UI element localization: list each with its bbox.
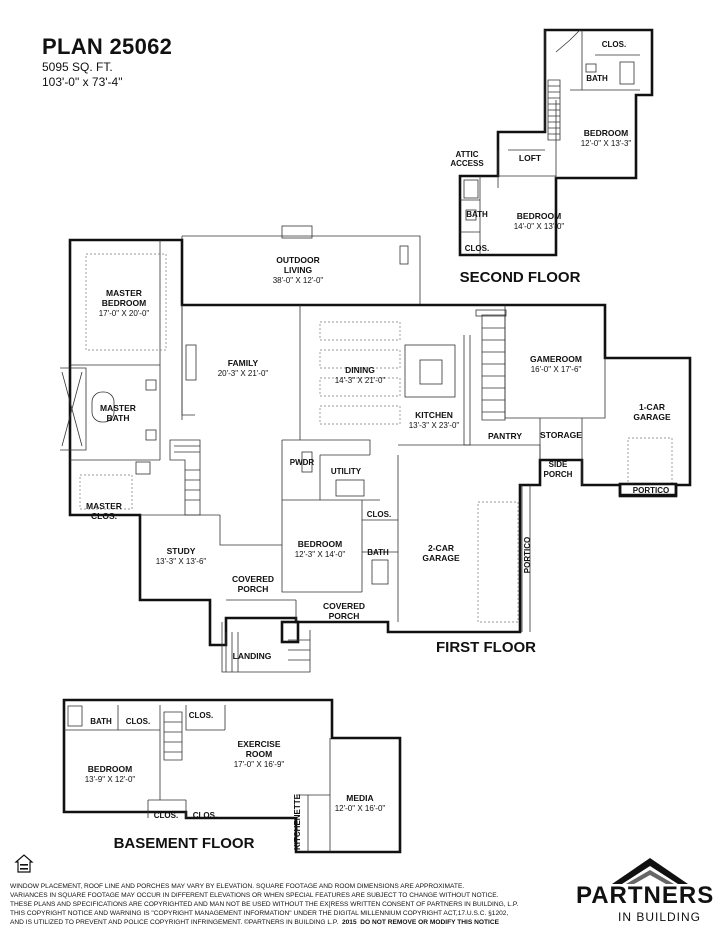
plan-dimensions: 103'-0" x 73'-4" (42, 75, 123, 89)
covered-porch-a-label-2: PORCH (238, 584, 269, 594)
plan-title: PLAN 25062 (42, 34, 173, 59)
basement-clos-a-label: CLOS. (126, 717, 150, 726)
disclaimer-line-3: THESE PLANS AND SPECIFICATIONS ARE COPYR… (10, 901, 519, 908)
study-dim: 13'-3" X 13'-6" (156, 557, 207, 566)
upper-bedroom-dim: 12'-0" X 13'-3" (581, 139, 632, 148)
equal-housing-icon (14, 854, 34, 873)
gameroom-label: GAMEROOM (530, 354, 582, 364)
covered-porch-a-label-1: COVERED (232, 574, 274, 584)
plan-sqft: 5095 SQ. FT. (42, 60, 113, 74)
disclaimer-notice: DO NOT REMOVE OR MODIFY THIS NOTICE (360, 919, 500, 926)
basement-clos-b-label: CLOS. (189, 711, 213, 720)
media-dim: 12'-0" X 16'-0" (335, 804, 386, 813)
second-bath-label: BATH (466, 210, 488, 219)
brand-subtitle: IN BUILDING (618, 910, 702, 924)
exercise-room-label-2: ROOM (246, 749, 272, 759)
master-bedroom-dim: 17'-0" X 20'-0" (99, 309, 150, 318)
utility-label: UTILITY (331, 467, 362, 476)
basement-floor-title: BASEMENT FLOOR (114, 835, 255, 852)
family-dim: 20'-3" X 21'-0" (218, 369, 269, 378)
study-label: STUDY (167, 546, 196, 556)
family-label: FAMILY (228, 358, 259, 368)
outdoor-living-dim: 38'-0" X 12'-0" (273, 276, 324, 285)
master-bath-label-1: MASTER (100, 403, 136, 413)
disclaimer-year: 2015 (341, 919, 357, 926)
exercise-room-dim: 17'-0" X 16'-9" (234, 760, 285, 769)
upper-bath-label: BATH (586, 74, 608, 83)
basement-clos-c-label: CLOS. (154, 811, 178, 820)
second-clos-label: CLOS. (465, 244, 489, 253)
gameroom-dim: 16'-0" X 17'-6" (531, 365, 582, 374)
exercise-room-label-1: EXERCISE (238, 739, 281, 749)
portico-label-left: PORTICO (523, 537, 532, 573)
second-bedroom-label: BEDROOM (517, 211, 561, 221)
upper-clos-label: CLOS. (602, 40, 626, 49)
basement-bedroom-dim: 13'-9" X 12'-0" (85, 775, 136, 784)
outdoor-living-label-1: OUTDOOR (276, 255, 319, 265)
kitchen-dim: 13'-3" X 23'-0" (409, 421, 460, 430)
basement-walls (62, 698, 402, 854)
powder-room-label: PWDR (290, 458, 315, 467)
media-label: MEDIA (346, 793, 373, 803)
copyright-disclaimer: WINDOW PLACEMENT, ROOF LINE AND PORCHES … (10, 882, 570, 927)
first-floor-title: FIRST FLOOR (436, 639, 536, 656)
second-floor-title: SECOND FLOOR (460, 269, 581, 286)
second-floor-walls (458, 28, 654, 257)
disclaimer-line-4: THIS COPYRIGHT NOTICE AND WARNING IS "CO… (10, 910, 509, 917)
second-bedroom-dim: 14'-0" X 13'-0" (514, 222, 565, 231)
master-bath-label-2: BATH (107, 413, 130, 423)
basement-bedroom-label: BEDROOM (88, 764, 132, 774)
disclaimer-line-1: WINDOW PLACEMENT, ROOF LINE AND PORCHES … (10, 883, 465, 890)
covered-porch-b-label-2: PORCH (329, 611, 360, 621)
first-floor-walls (60, 225, 692, 673)
one-car-garage-label-1: 1-CAR (639, 402, 665, 412)
first-clos-label: CLOS. (367, 510, 391, 519)
basement-bath-label: BATH (90, 717, 112, 726)
side-porch-label-2: PORCH (544, 470, 573, 479)
brand-name: PARTNERS (576, 882, 715, 909)
one-car-garage-label-2: GARAGE (633, 412, 671, 422)
disclaimer-line-5-text: AND IS UTILIZED TO PREVENT AND POLICE CO… (10, 919, 339, 926)
disclaimer-line-2: VARIANCES IN SQUARE FOOTAGE MAY OCCUR IN… (10, 892, 499, 899)
dining-dim: 14'-3" X 21'-0" (335, 376, 386, 385)
two-car-garage-label-2: GARAGE (422, 553, 460, 563)
basement-clos-d-label: CLOS. (193, 811, 217, 820)
side-porch-label-1: SIDE (549, 460, 568, 469)
covered-porch-b-label-1: COVERED (323, 601, 365, 611)
outdoor-living-label-2: LIVING (284, 265, 313, 275)
first-bedroom-label: BEDROOM (298, 539, 342, 549)
partners-logo-icon (612, 858, 688, 884)
master-clos-label-2: CLOS. (91, 511, 117, 521)
attic-access-label-1: ATTIC (456, 150, 479, 159)
first-bath-label: BATH (367, 548, 389, 557)
master-bedroom-label-1: MASTER (106, 288, 142, 298)
attic-access-label-2: ACCESS (450, 159, 484, 168)
dining-label: DINING (345, 365, 375, 375)
kitchen-label: KITCHEN (415, 410, 453, 420)
two-car-garage-label-1: 2-CAR (428, 543, 454, 553)
storage-label: STORAGE (540, 430, 582, 440)
kitchenette-label: KITCHENETTE (293, 793, 302, 850)
pantry-label: PANTRY (488, 431, 522, 441)
master-bedroom-label-2: BEDROOM (102, 298, 146, 308)
loft-label: LOFT (519, 153, 542, 163)
disclaimer-line-5: AND IS UTILIZED TO PREVENT AND POLICE CO… (10, 918, 570, 927)
upper-bedroom-label: BEDROOM (584, 128, 628, 138)
landing-label: LANDING (233, 651, 272, 661)
master-clos-label-1: MASTER (86, 501, 122, 511)
portico-label-right: PORTICO (633, 486, 669, 495)
first-bedroom-dim: 12'-3" X 14'-0" (295, 550, 346, 559)
